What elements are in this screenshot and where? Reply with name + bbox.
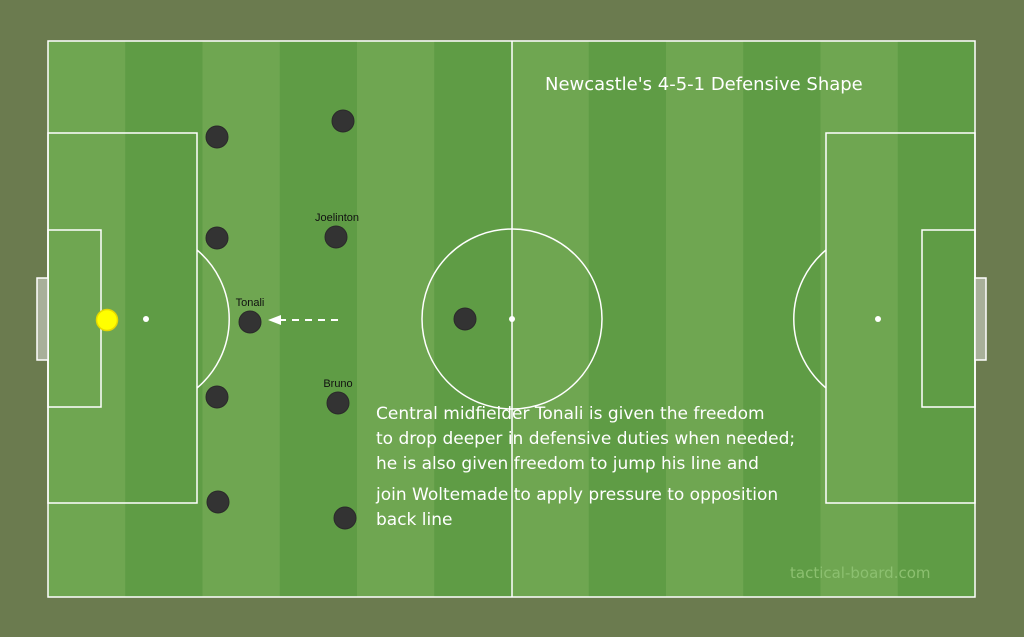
left-penalty-spot	[143, 316, 149, 322]
pitch-stripe	[125, 41, 203, 597]
player-bruno[interactable]	[326, 391, 350, 415]
player-marker[interactable]	[333, 506, 357, 530]
right-penalty-arc	[793, 249, 827, 389]
pitch-stripe	[820, 41, 899, 597]
pitch-stripe	[511, 41, 590, 597]
right-penalty-spot	[875, 316, 881, 322]
pitch-stripe	[897, 41, 976, 597]
note-line: Central midfielder Tonali is given the f…	[376, 404, 765, 424]
player-marker[interactable]	[205, 125, 229, 149]
player-joelinton[interactable]	[324, 225, 348, 249]
player-marker[interactable]	[205, 385, 229, 409]
center-spot	[509, 316, 515, 322]
players	[205, 109, 477, 530]
player-marker[interactable]	[205, 226, 229, 250]
note-line: he is also given freedom to jump his lin…	[376, 454, 759, 474]
watermark: tactical-board.com	[790, 564, 931, 582]
pitch-stripe	[666, 41, 744, 597]
right-goal	[974, 277, 987, 361]
movement-arrow	[268, 315, 338, 325]
player-marker[interactable]	[453, 307, 477, 331]
note-line: join Woltemade to apply pressure to oppo…	[375, 485, 778, 505]
pitch-stripe	[743, 41, 821, 597]
diagram-title: Newcastle's 4-5-1 Defensive Shape	[545, 74, 863, 95]
note-line: to drop deeper in defensive duties when …	[376, 429, 795, 449]
player-tonali[interactable]	[238, 310, 262, 334]
ball[interactable]	[95, 308, 119, 332]
left-penalty-arc	[196, 249, 230, 389]
center-circle	[421, 228, 603, 410]
label-bruno: Bruno	[323, 378, 352, 390]
player-marker[interactable]	[206, 490, 230, 514]
label-tonali: Tonali	[236, 297, 265, 309]
pitch-stripe	[588, 41, 667, 597]
player-marker[interactable]	[331, 109, 355, 133]
annotation-note: Central midfielder Tonali is given the f…	[375, 404, 795, 530]
arrow-head-icon	[268, 315, 281, 325]
label-joelinton: Joelinton	[315, 212, 359, 224]
note-line: back line	[376, 510, 452, 530]
left-goal	[36, 277, 49, 361]
